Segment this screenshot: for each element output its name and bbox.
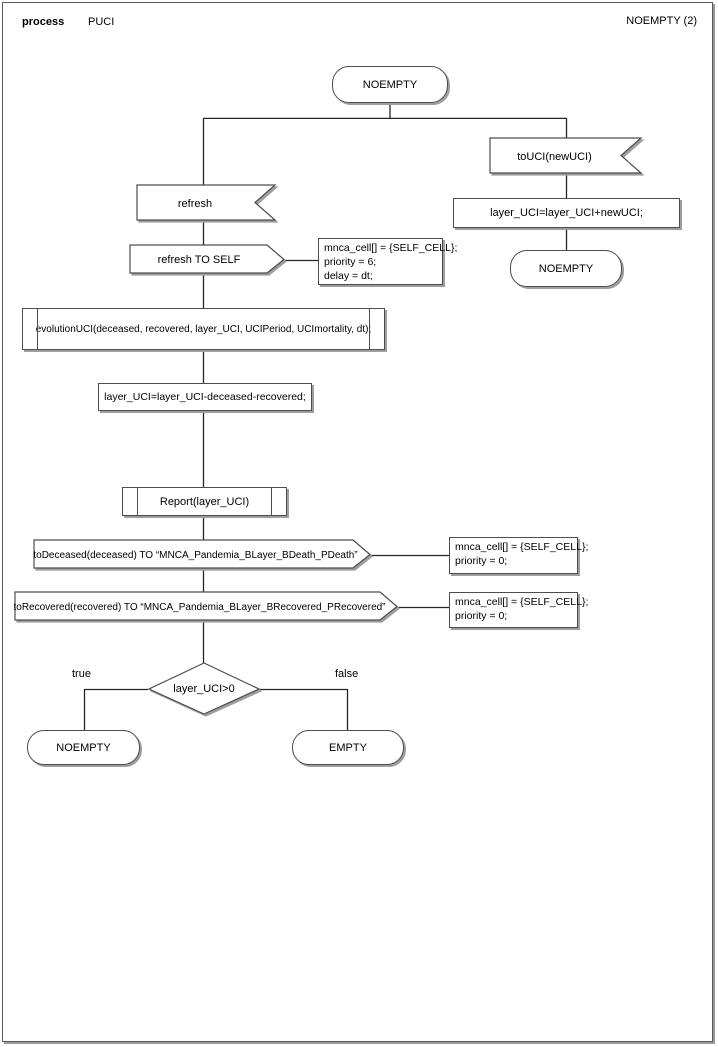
procedure-bar-left: [37, 309, 38, 349]
comment-deceased-line2: priority = 0;: [455, 555, 508, 567]
state-noempty-true[interactable]: NOEMPTY: [27, 730, 140, 765]
state-noempty-true-label: NOEMPTY: [56, 741, 111, 754]
output-toDeceased-label: toDeceased(deceased) TO “MNCA_Pandemia_B…: [33, 549, 358, 561]
page-title: NOEMPTY (2): [626, 15, 697, 27]
input-toUCI-label: toUCI(newUCI): [517, 150, 592, 163]
comment-refresh-line2: priority = 6;: [324, 256, 377, 268]
state-noempty-right[interactable]: NOEMPTY: [510, 250, 622, 287]
process-name: PUCI: [88, 16, 115, 28]
branch-false-label: false: [335, 668, 359, 680]
output-toRecovered-label: toRecovered(recovered) TO “MNCA_Pandemia…: [13, 601, 386, 613]
procedure-evolutionUCI[interactable]: evolutionUCI(deceased, recovered, layer_…: [22, 308, 385, 350]
comment-recovered-params[interactable]: mnca_cell[] = {SELF_CELL}; priority = 0;: [449, 592, 589, 628]
comment-recovered-line2: priority = 0;: [455, 610, 508, 622]
connector-true-branch: [83, 688, 148, 731]
branch-true-label: true: [72, 668, 91, 680]
comment-recovered-line1: mnca_cell[] = {SELF_CELL};: [455, 596, 589, 608]
comment-refresh-line3: delay = dt;: [324, 270, 373, 282]
decision-layer-uci-label: layer_UCI>0: [173, 683, 235, 695]
decision-layer-uci[interactable]: layer_UCI>0: [147, 662, 261, 715]
procedure-bar-right: [369, 309, 370, 349]
procedure-evolutionUCI-label: evolutionUCI(deceased, recovered, layer_…: [35, 323, 372, 335]
procedure-bar-left: [137, 488, 138, 515]
procedure-report[interactable]: Report(layer_UCI): [122, 487, 287, 516]
comment-deceased-params[interactable]: mnca_cell[] = {SELF_CELL}; priority = 0;: [449, 537, 589, 574]
state-empty-false-label: EMPTY: [329, 741, 367, 754]
input-toUCI[interactable]: toUCI(newUCI): [489, 137, 643, 175]
state-empty-false[interactable]: EMPTY: [292, 730, 404, 765]
task-update-layer-uci[interactable]: layer_UCI=layer_UCI-deceased-recovered;: [98, 383, 312, 411]
comment-refresh-params[interactable]: mnca_cell[] = {SELF_CELL}; priority = 6;…: [318, 238, 458, 285]
state-start[interactable]: NOEMPTY: [332, 66, 448, 103]
input-refresh-label: refresh: [177, 197, 213, 210]
state-start-label: NOEMPTY: [362, 78, 418, 91]
output-refresh-to-self[interactable]: refresh TO SELF: [129, 244, 285, 275]
comment-deceased-line1: mnca_cell[] = {SELF_CELL};: [455, 541, 589, 553]
procedure-report-label: Report(layer_UCI): [159, 495, 250, 508]
output-toDeceased[interactable]: toDeceased(deceased) TO “MNCA_Pandemia_B…: [33, 539, 371, 570]
comment-refresh-line1: mnca_cell[] = {SELF_CELL};: [324, 242, 458, 254]
procedure-bar-right: [271, 488, 272, 515]
task-add-newuci-label: layer_UCI=layer_UCI+newUCI;: [490, 207, 643, 219]
task-add-newuci[interactable]: layer_UCI=layer_UCI+newUCI;: [453, 198, 680, 228]
output-toRecovered[interactable]: toRecovered(recovered) TO “MNCA_Pandemia…: [13, 591, 398, 622]
task-update-layer-uci-label: layer_UCI=layer_UCI-deceased-recovered;: [104, 391, 306, 403]
state-noempty-right-label: NOEMPTY: [538, 262, 594, 275]
output-refresh-to-self-label: refresh TO SELF: [157, 254, 241, 266]
connector-false-branch: [260, 688, 349, 731]
input-refresh[interactable]: refresh: [136, 184, 277, 222]
process-kind-label: process: [22, 16, 65, 28]
